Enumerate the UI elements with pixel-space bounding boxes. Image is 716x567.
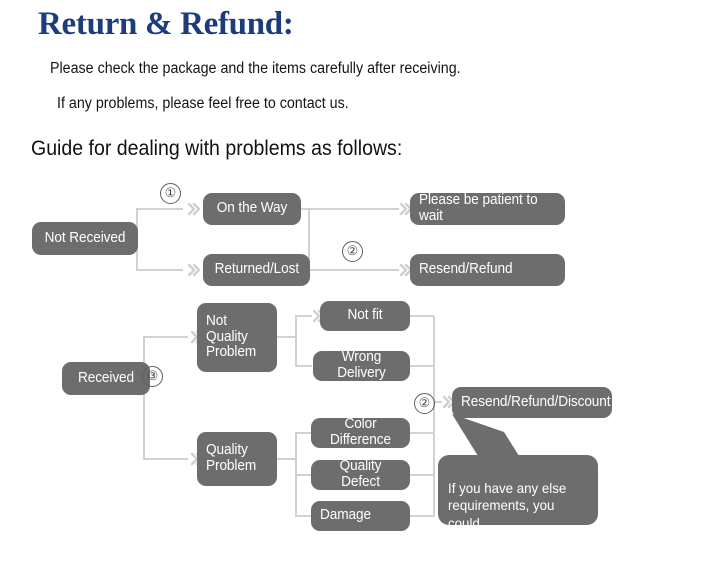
step-marker-2-bottom: ② (414, 393, 435, 414)
callout-tail (452, 414, 519, 456)
node-damage[interactable]: Damage (311, 501, 410, 531)
node-wrong-delivery[interactable]: Wrong Delivery (313, 349, 410, 381)
callout-bubble: If you have any else requirements, you c… (438, 455, 598, 548)
node-returned-lost[interactable]: Returned/Lost (203, 254, 310, 286)
node-color-difference[interactable]: Color Difference (311, 416, 410, 448)
step-marker-2-top: ② (342, 241, 363, 262)
note-line-2: If any problems, please feel free to con… (57, 95, 349, 112)
node-received[interactable]: Received (62, 362, 150, 395)
node-not-received[interactable]: Not Received (32, 222, 138, 255)
node-not-fit[interactable]: Not fit (320, 301, 410, 331)
node-not-quality-problem[interactable]: Not Quality Problem (197, 303, 277, 372)
node-resend-refund-discount[interactable]: Resend/Refund/Discount (452, 387, 612, 418)
node-please-be-patient-to-wait[interactable]: Please be patient to wait (410, 192, 565, 225)
page-title: Return & Refund: (38, 6, 294, 42)
node-quality-defect[interactable]: Quality Defect (311, 458, 410, 490)
node-resend-refund[interactable]: Resend/Refund (410, 254, 565, 286)
guide-title: Guide for dealing with problems as follo… (31, 137, 403, 160)
node-on-the-way[interactable]: On the Way (203, 193, 301, 225)
node-quality-problem[interactable]: Quality Problem (197, 432, 277, 486)
step-marker-3: ③ (142, 366, 163, 387)
flowchart: Not Received On the Way Returned/Lost Pl… (32, 183, 612, 548)
flowchart-connectors (136, 202, 519, 523)
note-line-1: Please check the package and the items c… (50, 60, 461, 77)
step-marker-1: ① (160, 183, 181, 204)
